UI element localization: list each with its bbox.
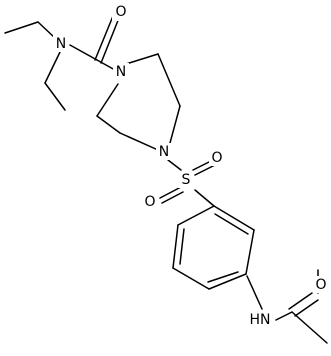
bond-benz-c5-c6: [172, 224, 179, 269]
bond-pip-c5-c6: [96, 115, 121, 134]
bond-carbonyl-double-a: [94, 15, 114, 61]
bond-benz-c6-c1: [177, 205, 215, 226]
atom-s-sulfonyl: S: [182, 172, 191, 188]
atom-o-carbonyl: O: [115, 4, 126, 20]
bond-aryl-nh: [246, 275, 263, 310]
atom-o-sulfonyl-left: O: [144, 194, 155, 210]
atom-nh-amide: HN: [250, 312, 271, 328]
atom-n-piperazine-bottom: N: [159, 144, 169, 160]
bonds-group: [4, 15, 328, 344]
bond-benz-inner-3: [179, 228, 185, 265]
atom-o-acetyl: O: [315, 277, 326, 293]
atom-labels-group: O N N N S O O HN O: [53, 4, 329, 328]
bond-nh-acetyl-c: [275, 311, 293, 321]
bond-s-o-left-b: [161, 191, 184, 204]
bond-n-carbonyl-c: [69, 44, 98, 61]
bond-n-ethyl2-ch2: [44, 51, 61, 84]
atom-n-diethyl: N: [56, 36, 66, 52]
bond-pip-c6-n1: [96, 83, 119, 117]
bond-ethyl1-ch3-ch2: [4, 21, 39, 34]
bond-benz-inner-2: [207, 271, 239, 283]
bond-acetyl-c-o-b: [294, 299, 319, 317]
bond-pip-c3-n4: [169, 105, 181, 144]
atom-o-sulfonyl-right: O: [211, 150, 222, 166]
bond-pip-n1-c2: [125, 53, 159, 65]
bond-s-aryl-c1: [194, 189, 215, 207]
bond-acetyl-c-ch3: [291, 311, 328, 344]
bond-benz-c2-c3: [245, 229, 255, 275]
bond-ethyl1-ch2-n: [37, 21, 56, 39]
bond-carbonyl-c-n-piperazine: [96, 59, 116, 71]
bond-benz-c4-c5: [172, 267, 210, 290]
atom-n-piperazine-top: N: [116, 64, 126, 80]
bond-acetyl-c-o-a: [288, 292, 313, 310]
bond-pip-n4-c5: [119, 132, 159, 151]
bond-s-o-right-b: [194, 164, 216, 176]
bond-benz-c1-c2: [213, 205, 255, 231]
bond-benz-inner-1: [214, 213, 249, 235]
bond-pip-c2-c3: [157, 53, 181, 107]
bond-ethyl2-ch2-ch3: [44, 82, 66, 111]
bond-carbonyl-double-b: [100, 17, 120, 64]
bond-s-o-left-a: [159, 186, 182, 199]
bond-pip-n4-s: [167, 159, 182, 171]
bond-benz-c3-c4: [208, 273, 247, 290]
